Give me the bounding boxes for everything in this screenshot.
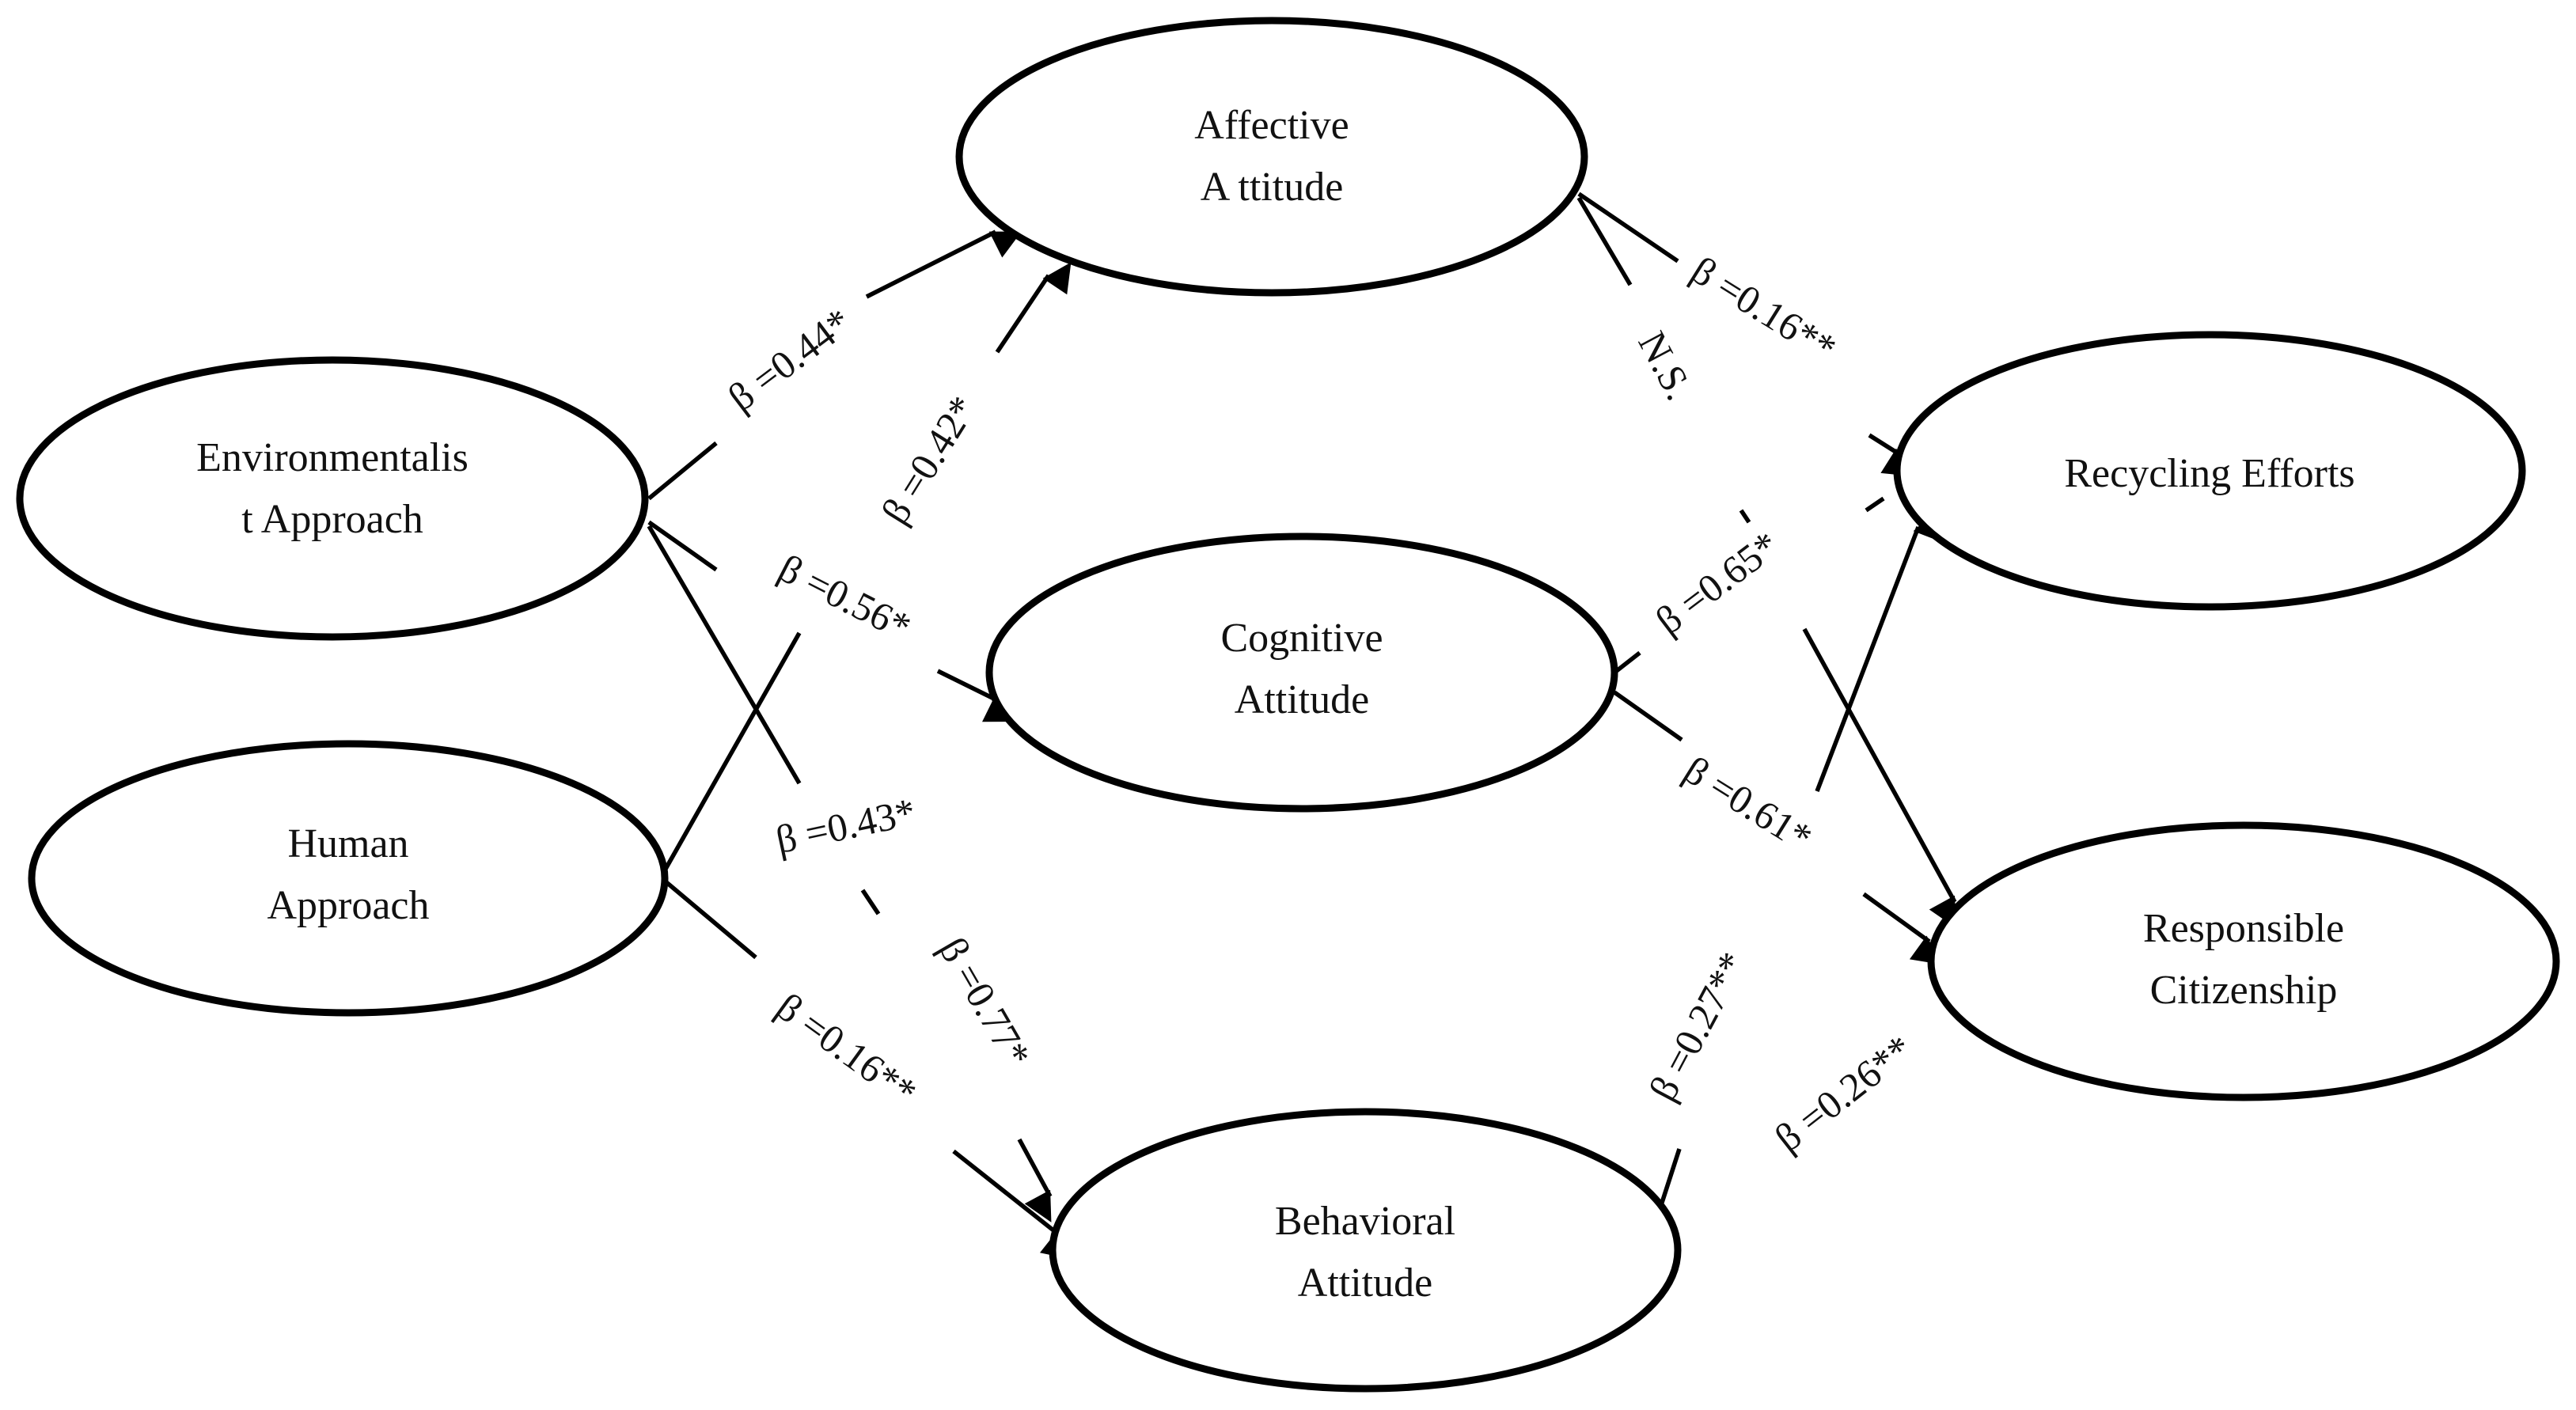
node-cognitive-line1: Cognitive — [1220, 616, 1383, 661]
edge-env-affective — [647, 229, 1022, 501]
node-affective-line1: Affective — [1194, 103, 1349, 148]
edge-env-cognitive — [647, 520, 1015, 722]
node-environmentalist-approach: Environmentalis t Approach — [16, 356, 649, 641]
label-behavioral-citizenship: β =0.26** — [1766, 1026, 1921, 1161]
node-citizenship-line1: Responsible — [2143, 906, 2344, 951]
node-affective-attitude: Affective A ttitude — [955, 17, 1588, 297]
node-behavioral-line1: Behavioral — [1275, 1199, 1455, 1244]
node-citizenship-line2: Citizenship — [2150, 968, 2338, 1013]
label-human-affective: β =0.42* — [873, 388, 985, 531]
node-human-line2: Approach — [267, 883, 429, 928]
edge-human-behavioral — [665, 880, 1072, 1260]
edge-behavioral-citizenship — [1862, 892, 1942, 965]
label-env-affective: β =0.44* — [720, 299, 859, 419]
edge-behavioral-recycling — [1660, 1148, 1682, 1203]
label-cognitive-citizenship: β =0.65* — [1648, 522, 1787, 642]
node-env-line2: t Approach — [241, 497, 423, 542]
node-recycling-efforts: Recycling Efforts — [1893, 331, 2526, 611]
edge-cognitive-recycling — [1613, 509, 1941, 792]
label-cognitive-recycling: β =0.61* — [1676, 748, 1819, 860]
node-recycling-line1: Recycling Efforts — [2064, 451, 2354, 496]
edge-affective-recycling — [1577, 191, 1914, 513]
label-env-behavioral: β =0.43* — [772, 789, 919, 862]
label-human-behavioral-016: β =0.16** — [768, 984, 925, 1115]
label-env-cognitive: β =0.56* — [772, 545, 918, 649]
node-human-line1: Human — [287, 821, 408, 866]
label-behavioral-recycling: β =0.27** — [1640, 945, 1755, 1108]
node-human-approach: Human Approach — [28, 740, 669, 1017]
node-behavioral-attitude: Behavioral Attitude — [1049, 1108, 1682, 1393]
label-human-behavioral-077: β =0.77* — [931, 930, 1040, 1075]
node-cognitive-attitude: Cognitive Attitude — [985, 533, 1618, 813]
node-cognitive-line2: Attitude — [1235, 677, 1369, 722]
edge-affective-citizenship — [1576, 196, 1751, 524]
node-env-line1: Environmentalis — [196, 435, 469, 480]
node-behavioral-line2: Attitude — [1298, 1260, 1432, 1306]
edge-cognitive-citizenship — [1613, 627, 1957, 928]
edge-human-affective — [662, 262, 1072, 872]
label-affective-citizenship: N.S. — [1629, 324, 1702, 407]
edge-env-behavioral — [647, 525, 1053, 1222]
node-affective-line2: A ttitude — [1201, 165, 1344, 210]
node-responsible-citizenship: Responsible Citizenship — [1927, 821, 2560, 1101]
label-affective-recycling: β =0.16** — [1684, 248, 1844, 370]
